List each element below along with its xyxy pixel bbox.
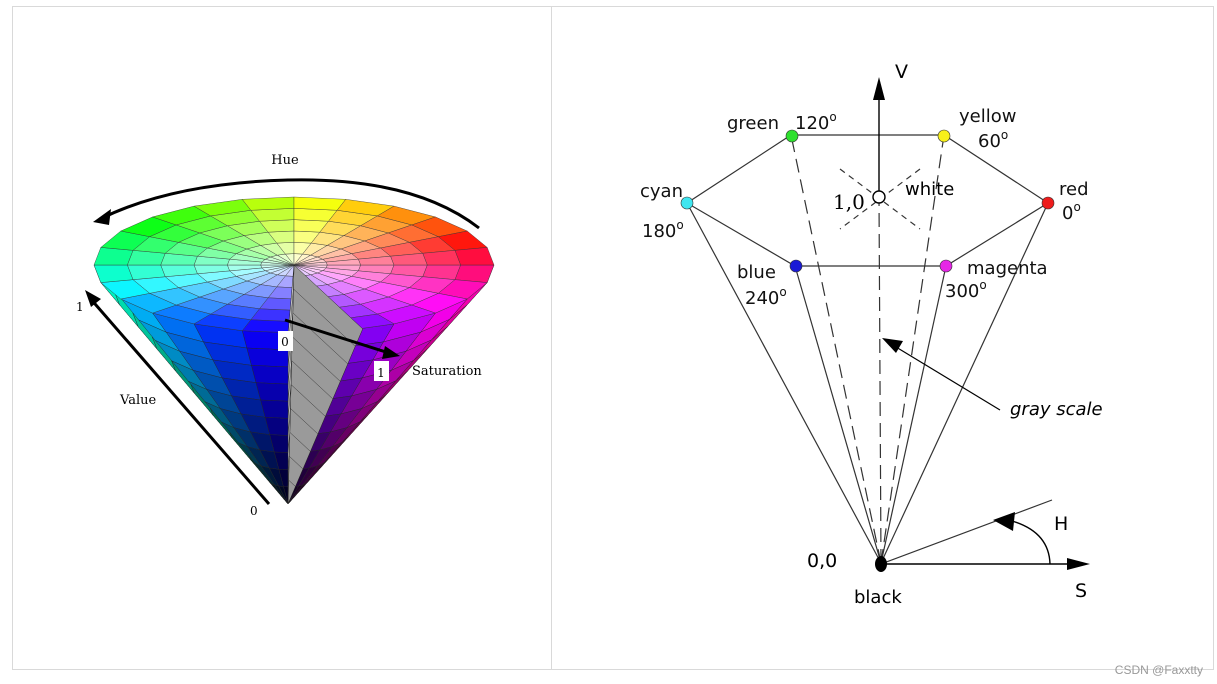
hue-vertex-points bbox=[680, 129, 1055, 273]
hsv-cone-panel: Hue Value 1 0 0 1 Saturation bbox=[12, 6, 552, 670]
cone-color-slices bbox=[93, 196, 495, 505]
magenta-label: magenta bbox=[967, 258, 1048, 279]
yellow-point bbox=[937, 129, 951, 143]
hexagon-top bbox=[685, 134, 1050, 267]
v-axis-label: V bbox=[895, 61, 908, 83]
white-label: white bbox=[905, 179, 954, 200]
cone-side-cell bbox=[255, 382, 293, 402]
vertex-labels: red 0o yellow 60o green 120o cyan 180o b… bbox=[640, 106, 1089, 309]
cyan-angle: 180o bbox=[642, 218, 684, 242]
saturation-label: Saturation bbox=[412, 364, 482, 379]
value-zero-label: 0 bbox=[250, 504, 258, 518]
s-axis-label: S bbox=[1075, 580, 1087, 602]
saturation-one-box bbox=[374, 361, 389, 381]
black-point bbox=[875, 556, 887, 572]
cone-cut-grid-line bbox=[292, 312, 348, 365]
cone-cut-grid-line bbox=[287, 384, 292, 419]
cone-side-cell bbox=[251, 365, 294, 385]
cone-top-cell bbox=[454, 264, 495, 283]
cone-cut-grid-line bbox=[292, 336, 341, 382]
saturation-arrowhead bbox=[382, 346, 400, 359]
cone-side-cell bbox=[260, 399, 292, 419]
cone-grid-lines bbox=[287, 288, 356, 487]
cyan-point bbox=[680, 196, 694, 210]
cyan-label: cyan bbox=[640, 181, 683, 202]
gray-scale-pointer bbox=[895, 346, 1001, 411]
yellow-angle: 60o bbox=[978, 128, 1008, 152]
top-center-label: 1,0 bbox=[833, 190, 865, 214]
hsv-hexcone-diagram: V S H 0,0 black 1,0 white gray scale bbox=[640, 61, 1103, 608]
saturation-one-label: 1 bbox=[377, 366, 385, 380]
cone-cut-grid-line bbox=[287, 432, 291, 453]
hsv-cone-diagram: Hue Value 1 0 0 1 Saturation bbox=[76, 153, 495, 518]
value-one-label: 1 bbox=[76, 300, 84, 314]
blue-angle: 240o bbox=[745, 285, 787, 309]
red-label: red bbox=[1059, 179, 1089, 200]
hue-arrowhead bbox=[93, 209, 111, 225]
green-point bbox=[785, 129, 799, 143]
cone-top-cell bbox=[93, 264, 134, 283]
hue-arrow bbox=[99, 178, 480, 230]
saturation-zero-label: 0 bbox=[281, 335, 289, 349]
hue-label: Hue bbox=[271, 153, 299, 168]
h-label: H bbox=[1054, 513, 1068, 535]
black-label: black bbox=[854, 587, 902, 608]
v-axis-arrowhead bbox=[873, 77, 885, 100]
cone-cut-grid-line bbox=[287, 456, 290, 470]
hsv-hexcone-panel: V S H 0,0 black 1,0 white gray scale bbox=[551, 6, 1214, 670]
green-angle: 120o bbox=[795, 110, 837, 134]
red-angle: 0o bbox=[1062, 200, 1081, 224]
cone-cut-grid-line bbox=[289, 456, 304, 470]
magenta-angle: 300o bbox=[945, 278, 987, 302]
cone-top-cell bbox=[293, 196, 347, 211]
blue-label: blue bbox=[737, 262, 776, 283]
hue-angle-arrowhead bbox=[993, 512, 1015, 531]
cone-top-cell bbox=[454, 247, 495, 266]
gray-scale-label: gray scale bbox=[1010, 399, 1103, 420]
red-point bbox=[1041, 196, 1055, 210]
cone-cut-grid-line bbox=[291, 360, 334, 400]
cone-cut-grid-line bbox=[288, 479, 296, 487]
saturation-zero-box bbox=[278, 331, 293, 351]
cone-cut-grid-line bbox=[287, 408, 291, 436]
cone-cut-grid-line bbox=[290, 384, 326, 417]
cone-cut-grid-line bbox=[289, 432, 311, 452]
magenta-point bbox=[939, 259, 953, 273]
origin-label: 0,0 bbox=[807, 550, 837, 572]
saturation-arrow bbox=[284, 318, 390, 355]
value-label: Value bbox=[119, 393, 156, 408]
cone-solid-edges bbox=[686, 202, 1049, 564]
cone-cut-grid-line bbox=[290, 408, 319, 435]
hue-ray bbox=[880, 499, 1053, 565]
green-label: green bbox=[727, 113, 779, 134]
cone-cut-grid-line bbox=[287, 480, 289, 487]
yellow-label: yellow bbox=[959, 106, 1016, 127]
cone-cut-grid-line bbox=[287, 360, 292, 402]
cone-cut-grid-line bbox=[293, 288, 356, 347]
hue-angle-arc bbox=[1011, 520, 1051, 565]
value-arrow bbox=[87, 296, 271, 505]
value-arrowhead bbox=[85, 290, 101, 307]
watermark: CSDN @Faxxtty bbox=[1114, 663, 1203, 677]
blue-point bbox=[789, 259, 803, 273]
cone-top-cell bbox=[241, 196, 295, 211]
cone-top-cell bbox=[93, 247, 134, 266]
cone-side-cell bbox=[268, 479, 289, 505]
s-axis-arrowhead bbox=[1067, 558, 1090, 570]
white-point bbox=[872, 190, 886, 204]
gray-scale-arrowhead bbox=[882, 338, 903, 353]
